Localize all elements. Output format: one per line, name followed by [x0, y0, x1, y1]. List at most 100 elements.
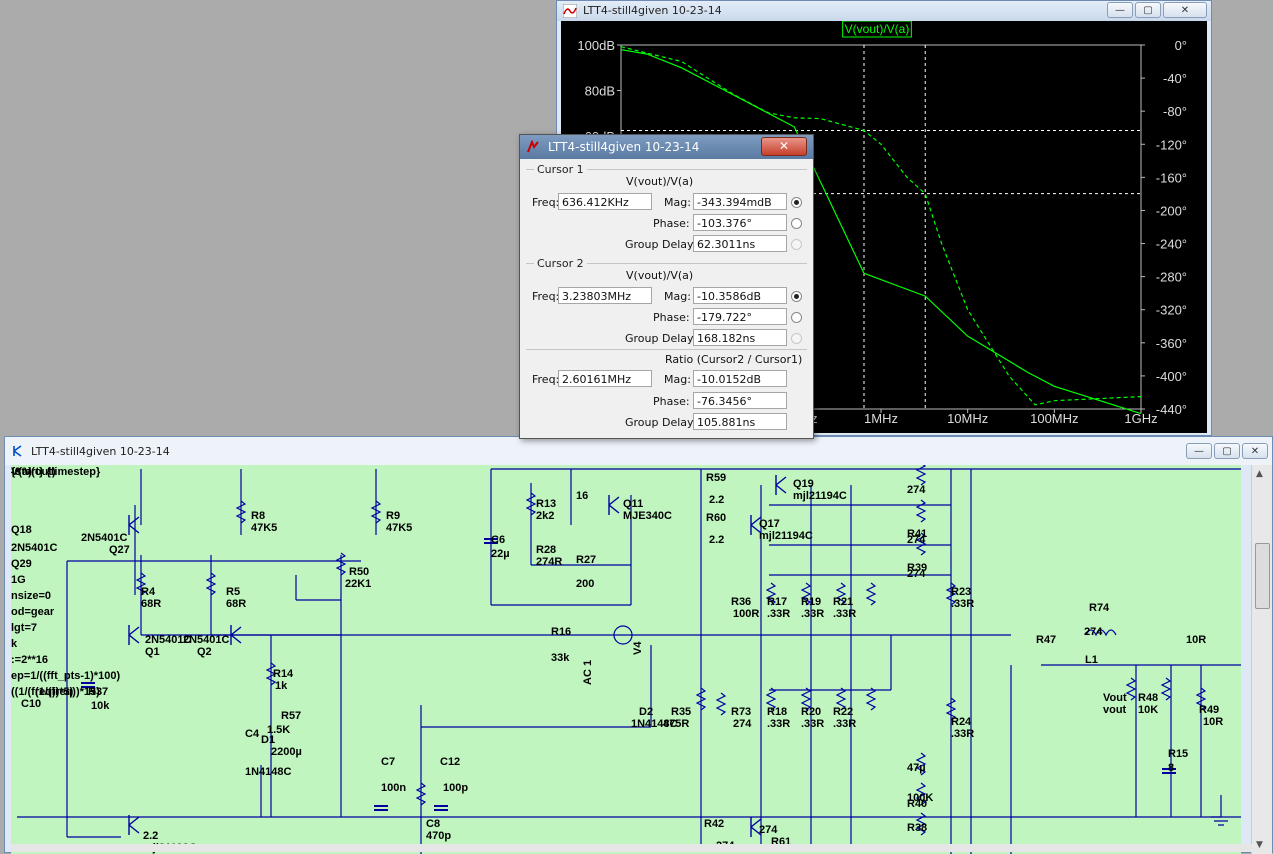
- resistor-symbol: [1125, 677, 1137, 701]
- cursor2-freq-field[interactable]: 3.23803MHz: [558, 287, 652, 304]
- minimize-button[interactable]: —: [1107, 2, 1133, 18]
- transistor-symbol: [608, 495, 620, 515]
- cursor1-group-delay-field[interactable]: 62.3011ns: [693, 235, 787, 252]
- component-label: R28: [536, 544, 556, 556]
- component-label: MJE340C: [623, 510, 672, 522]
- component-label: R47: [1036, 634, 1056, 646]
- ratio-mag-field[interactable]: -10.0152dB: [693, 370, 787, 387]
- component-label: R38: [907, 822, 927, 834]
- component-label: R49: [1199, 704, 1219, 716]
- component-label: 470p: [426, 830, 451, 842]
- maximize-button[interactable]: ▢: [1135, 2, 1161, 18]
- cursor2-group-delay-field[interactable]: 168.182ns: [693, 329, 787, 346]
- component-label: V4: [632, 641, 644, 655]
- close-button[interactable]: ✕: [1163, 2, 1207, 18]
- y-right-tick-label: 0°: [1175, 38, 1187, 53]
- cursor1-phase-field[interactable]: -103.376°: [693, 214, 787, 231]
- resistor-symbol: [915, 532, 927, 556]
- plot-window-titlebar[interactable]: LTT4-still4given 10-23-14 — ▢ ✕: [557, 1, 1211, 21]
- component-label: R18: [767, 706, 787, 718]
- y-right-tick-label: -360°: [1156, 336, 1187, 351]
- cursor1-label: Cursor 1: [534, 163, 587, 176]
- component-label: R5: [226, 586, 240, 598]
- scroll-up-icon[interactable]: ▲: [1256, 469, 1263, 479]
- component-label: 2N5401C: [183, 634, 230, 646]
- x-tick-label: 10MHz: [947, 411, 988, 426]
- ratio-freq-field[interactable]: 2.60161MHz: [558, 370, 652, 387]
- schematic-window-titlebar[interactable]: LTT4-still4given 10-23-14 — ▢ ✕: [5, 437, 1272, 465]
- component-label: 200: [576, 578, 594, 590]
- cursor1-phase-radio[interactable]: [791, 218, 802, 229]
- cursor1-mag-field[interactable]: -343.394mdB: [693, 193, 787, 210]
- waveform-app-icon: [563, 4, 577, 18]
- component-label: 33k: [551, 652, 570, 664]
- component-label: R9: [386, 510, 400, 522]
- maximize-button[interactable]: ▢: [1214, 443, 1240, 459]
- cursor2-mag-field[interactable]: -10.3586dB: [693, 287, 787, 304]
- scroll-down-icon[interactable]: ▼: [1256, 840, 1263, 850]
- component-label: C7: [381, 756, 395, 768]
- transistor-symbol: [775, 475, 787, 495]
- component-label: mjl21194C: [759, 530, 813, 542]
- cursor2-mag-label: Mag:: [664, 290, 691, 303]
- cursor2-phase-radio[interactable]: [791, 312, 802, 323]
- cursor2-phase-field[interactable]: -179.722°: [693, 308, 787, 325]
- component-label: R37: [88, 686, 108, 698]
- cursor-dialog[interactable]: LTT4-still4given 10-23-14 ✕ Cursor 1 V(v…: [519, 134, 814, 439]
- resistor-symbol: [695, 687, 707, 711]
- component-label: R39: [907, 562, 927, 574]
- component-label: Q29: [11, 558, 32, 570]
- cursor1-group-delay-radio[interactable]: [791, 239, 802, 250]
- vertical-scrollbar[interactable]: ▲ ▼: [1251, 465, 1272, 854]
- cursor2-label: Cursor 2: [534, 257, 587, 270]
- component-label: .33R: [951, 598, 974, 610]
- component-label: R24: [951, 716, 972, 728]
- component-label: .33R: [833, 608, 856, 620]
- component-label: R4: [141, 586, 156, 598]
- resistor-symbol: [800, 687, 812, 711]
- cursor2-mag-radio[interactable]: [791, 291, 802, 302]
- scroll-thumb[interactable]: [1255, 543, 1270, 609]
- component-label: 2.2: [709, 494, 724, 506]
- minimize-button[interactable]: —: [1186, 443, 1212, 459]
- ratio-group-delay-field[interactable]: 105.881ns: [693, 413, 787, 430]
- cursor1-mag-label: Mag:: [664, 196, 691, 209]
- plot-window[interactable]: LTT4-still4given 10-23-14 — ▢ ✕ V(vout)/…: [556, 0, 1212, 436]
- component-label: R19: [801, 596, 821, 608]
- schematic-window-title: LTT4-still4given 10-23-14: [31, 445, 170, 458]
- component-label: 2k2: [536, 510, 554, 522]
- dialog-close-button[interactable]: ✕: [761, 137, 807, 156]
- ratio-freq-label: Freq:: [532, 373, 560, 386]
- cursor1-mag-radio[interactable]: [791, 197, 802, 208]
- component-label: C12: [440, 756, 460, 768]
- ratio-phase-field[interactable]: -76.3456°: [693, 392, 787, 409]
- resistor-symbol: [1160, 677, 1172, 701]
- component-label: R50: [349, 566, 369, 578]
- component-label: (1/(freq))*15): [35, 686, 100, 698]
- resistor-symbol: [800, 582, 812, 606]
- component-label: C6: [491, 534, 505, 546]
- component-label: R74: [1089, 602, 1110, 614]
- cursor2-group: Cursor 2: [526, 257, 807, 350]
- close-button[interactable]: ✕: [1242, 443, 1268, 459]
- component-label: R57: [281, 710, 301, 722]
- cursor1-freq-field[interactable]: 636.412KHz: [558, 193, 652, 210]
- plot-title-box: [842, 20, 912, 38]
- component-label: C4: [245, 728, 260, 740]
- component-label: vout: [1103, 704, 1127, 716]
- cursor2-group-delay-radio[interactable]: [791, 333, 802, 344]
- component-label: od=gear: [11, 606, 55, 618]
- resistor-symbol: [370, 500, 382, 524]
- horizontal-scrollbar[interactable]: [11, 844, 1252, 852]
- ratio-group: [526, 349, 807, 436]
- cursor-dialog-titlebar[interactable]: LTT4-still4given 10-23-14 ✕: [520, 135, 813, 159]
- component-label: 2N5401C: [81, 532, 128, 544]
- component-label: R27: [576, 554, 596, 566]
- component-label: 2200µ: [271, 746, 302, 758]
- component-label: 22µ: [491, 548, 510, 560]
- ratio-phase-label: Phase:: [653, 395, 690, 408]
- resistor-symbol: [415, 782, 427, 806]
